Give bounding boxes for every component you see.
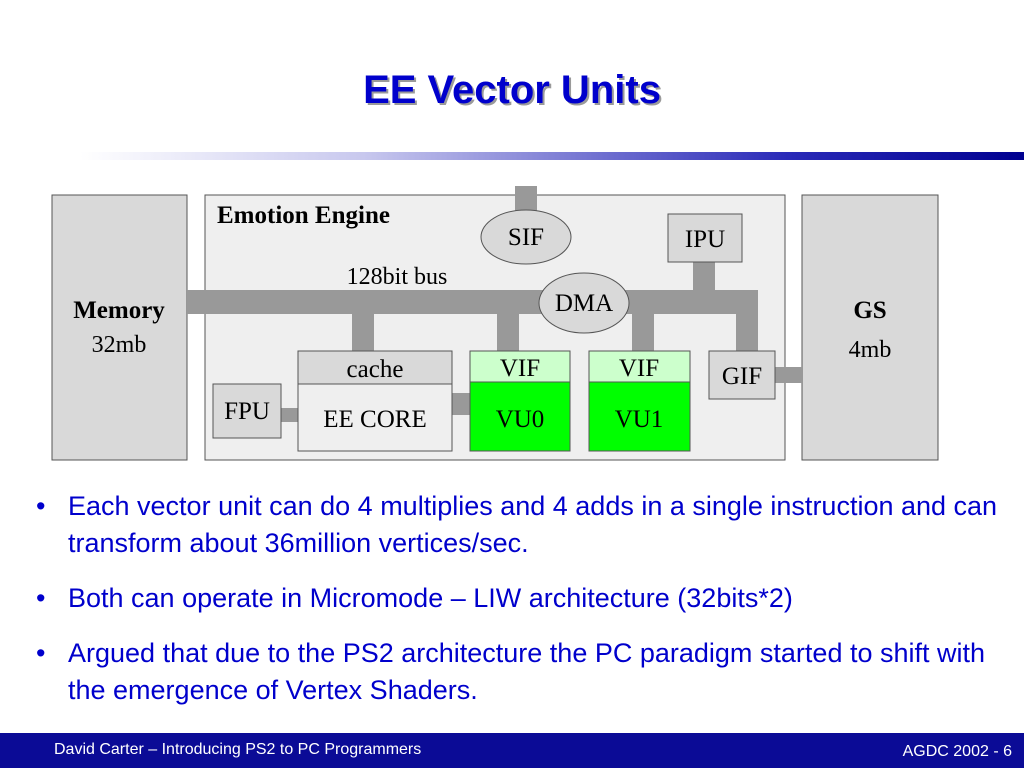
cache-box — [297, 350, 453, 385]
vu1-box — [588, 381, 691, 452]
memory-block — [51, 194, 188, 461]
vif1-box — [588, 350, 691, 383]
main-bus — [187, 290, 753, 314]
bus-label: 128bit bus — [347, 264, 448, 290]
memory-label: Memory — [73, 297, 165, 324]
fpu-box — [212, 383, 282, 439]
bullet-list: Each vector unit can do 4 multiplies and… — [36, 488, 1006, 727]
ee-core-box — [297, 383, 453, 452]
gif-label: GIF — [722, 363, 762, 390]
ipu-bus-drop — [693, 262, 715, 292]
vu0-box — [469, 381, 571, 452]
ee-block-diagram: Memory 32mb GS 4mb Emotion Engine 128bit… — [51, 186, 939, 461]
slide-footer: David Carter – Introducing PS2 to PC Pro… — [0, 733, 1024, 768]
title-underline — [80, 152, 1024, 160]
gif-gs-link — [775, 367, 803, 383]
bullet-item: Both can operate in Micromode – LIW arch… — [36, 580, 1006, 617]
dma-node — [538, 272, 630, 334]
vif0-label: VIF — [500, 355, 540, 382]
footer-slide-number: AGDC 2002 - 6 — [902, 743, 1012, 760]
fpu-label: FPU — [224, 398, 270, 425]
bullet-item: Each vector unit can do 4 multiplies and… — [36, 488, 1006, 562]
cache-label: cache — [347, 356, 404, 383]
sif-label: SIF — [508, 224, 544, 251]
gs-block — [801, 194, 939, 461]
fpu-core-link — [280, 408, 300, 422]
footer-author: David Carter – Introducing PS2 to PC Pro… — [54, 741, 422, 758]
bullet-item: Argued that due to the PS2 architecture … — [36, 635, 1006, 709]
ipu-box — [667, 213, 743, 263]
sif-node — [480, 209, 572, 265]
gs-label: GS — [853, 297, 886, 324]
cache-bus-drop — [352, 312, 374, 352]
memory-size: 32mb — [92, 332, 147, 358]
vif1-label: VIF — [619, 355, 659, 382]
ee-core-label: EE CORE — [323, 406, 426, 433]
gif-box — [708, 350, 776, 400]
vu1-label: VU1 — [615, 406, 664, 433]
vu1-bus-drop — [632, 312, 654, 352]
ipu-label: IPU — [685, 226, 725, 253]
vu0-label: VU0 — [496, 406, 545, 433]
vu0-bus-drop — [497, 312, 519, 352]
gif-bus-drop — [736, 290, 758, 352]
slide-title: EE Vector Units — [363, 68, 661, 112]
dma-label: DMA — [555, 290, 613, 317]
emotion-engine-label: Emotion Engine — [217, 202, 390, 229]
bus-lines — [187, 186, 803, 422]
sif-external-link — [515, 186, 537, 214]
gs-size: 4mb — [849, 337, 892, 363]
core-vu0-link — [452, 393, 472, 415]
